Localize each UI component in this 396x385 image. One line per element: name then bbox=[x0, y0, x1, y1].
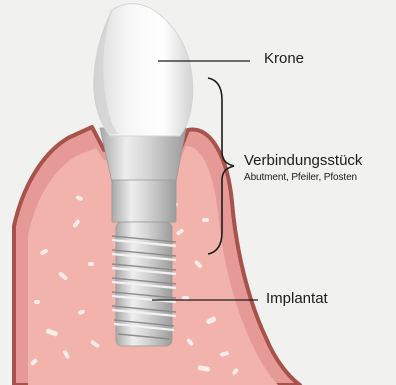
label-connector-sub: Abutment, Pfeiler, Pfosten bbox=[244, 172, 357, 183]
abutment-collar bbox=[112, 180, 176, 222]
label-connector: Verbindungsstück bbox=[244, 152, 362, 169]
label-crown: Krone bbox=[264, 50, 304, 67]
label-implant: Implantat bbox=[266, 290, 328, 307]
